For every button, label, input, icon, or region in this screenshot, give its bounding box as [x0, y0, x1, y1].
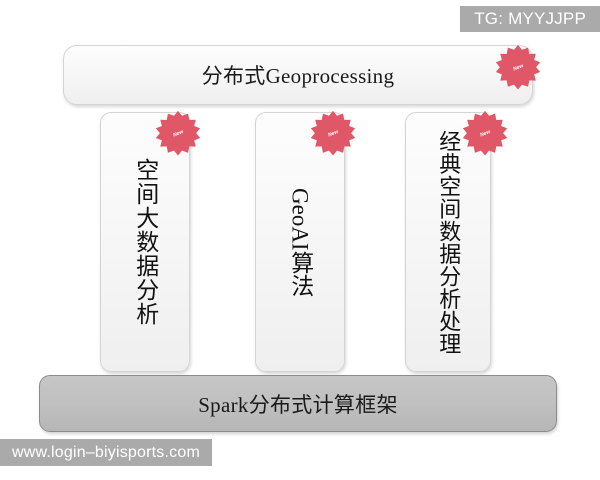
geoai-algorithm-label: GeoAI算法: [287, 187, 313, 297]
classic-spatial-data-analysis-label: 经典空间数据分析处理: [436, 129, 462, 355]
spark-computing-framework-box[interactable]: Spark分布式计算框架: [39, 375, 557, 432]
watermark-top-right: TG: MYYJJPP: [460, 6, 600, 32]
new-starburst-icon: New: [310, 110, 356, 156]
new-badge-text: New: [327, 129, 340, 139]
geoai-algorithm-box[interactable]: GeoAI算法: [255, 112, 345, 372]
new-badge-text: New: [512, 63, 525, 73]
new-starburst-icon: New: [495, 44, 541, 90]
new-starburst-icon: New: [462, 110, 508, 156]
spatial-big-data-analysis-box[interactable]: 空间大数据分析: [100, 112, 190, 372]
watermark-bottom-left: www.login–biyisports.com: [0, 439, 212, 466]
spatial-big-data-analysis-label: 空间大数据分析: [132, 158, 158, 326]
new-starburst-icon: New: [155, 110, 201, 156]
distributed-geoprocessing-label: 分布式Geoprocessing: [201, 64, 395, 88]
new-badge-text: New: [172, 129, 185, 139]
spark-computing-framework-label: Spark分布式计算框架: [198, 392, 398, 417]
classic-spatial-data-analysis-box[interactable]: 经典空间数据分析处理: [405, 112, 491, 372]
distributed-geoprocessing-box[interactable]: 分布式Geoprocessing: [63, 45, 533, 105]
new-badge-text: New: [479, 129, 492, 139]
